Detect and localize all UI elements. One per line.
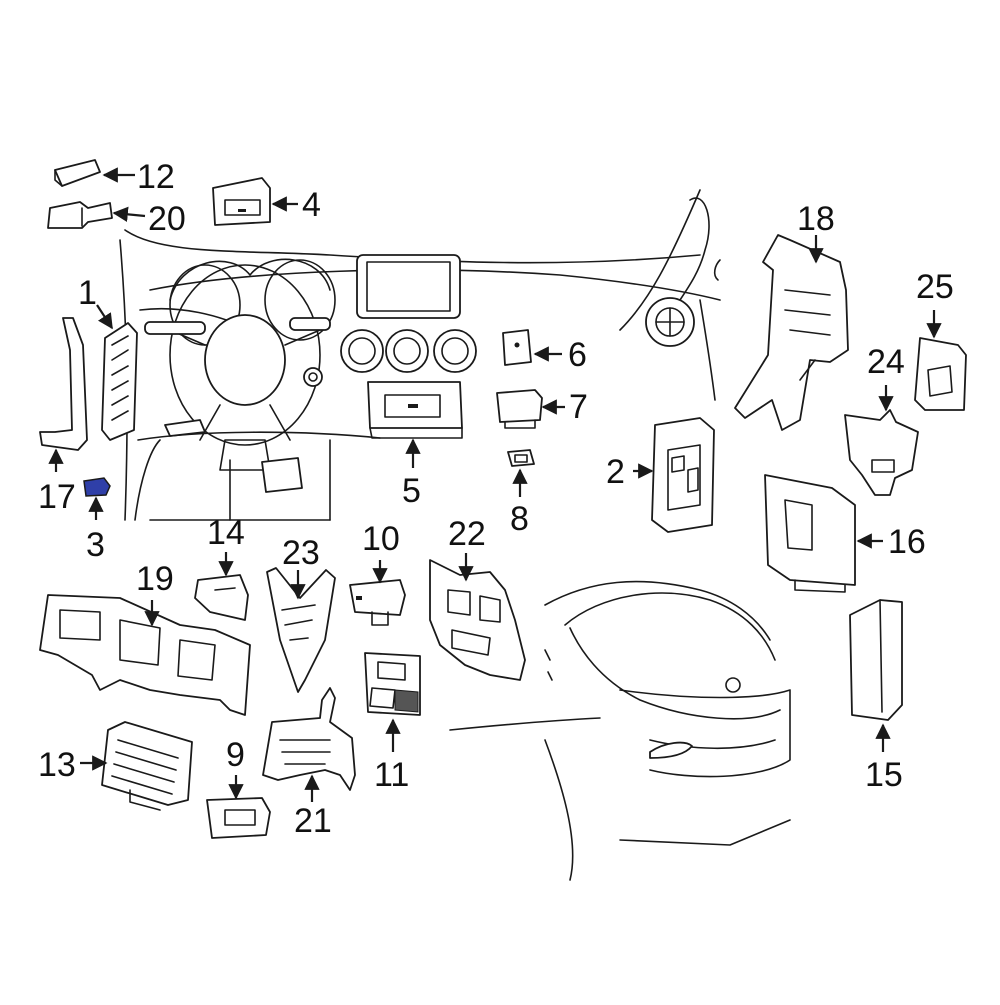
callout-24: 24	[867, 343, 905, 381]
part-17	[83, 477, 111, 497]
vehicle-rear-illustration	[449, 580, 791, 881]
part-6	[502, 329, 532, 366]
part-14	[194, 574, 249, 621]
part-12	[54, 159, 101, 187]
callout-5: 5	[402, 472, 421, 510]
part-1	[101, 322, 138, 441]
callout-13: 13	[38, 746, 76, 784]
callout-25: 25	[916, 268, 954, 306]
part-25	[914, 337, 967, 411]
part-10	[349, 579, 406, 626]
callout-19: 19	[136, 560, 174, 598]
callout-14: 14	[207, 514, 245, 552]
callout-8: 8	[510, 500, 529, 538]
part-23	[266, 567, 336, 693]
dashboard-illustration	[119, 189, 721, 521]
part-8	[507, 449, 535, 467]
part-5	[367, 381, 463, 439]
callout-4: 4	[302, 186, 321, 224]
part-2	[651, 417, 715, 533]
callout-12: 12	[137, 158, 175, 196]
callout-21: 21	[294, 802, 332, 840]
callout-18: 18	[797, 200, 835, 238]
part-4	[212, 177, 271, 226]
part-24	[844, 409, 919, 496]
callout-15: 15	[865, 756, 903, 794]
part-15	[849, 599, 903, 721]
callout-1: 1	[78, 274, 97, 312]
part-11	[364, 652, 421, 716]
part-19	[39, 594, 251, 716]
part-3	[39, 317, 88, 451]
part-13	[101, 721, 193, 811]
callout-2: 2	[606, 453, 625, 491]
callout-11: 11	[374, 756, 409, 794]
callout-23: 23	[282, 534, 320, 572]
callout-16: 16	[888, 523, 926, 561]
part-22	[429, 559, 526, 681]
callout-22: 22	[448, 515, 486, 553]
callout-17: 17	[38, 478, 76, 516]
callout-labels: 12 20 4 1 17 3 5 6 7 8 2 18 25 24 16 15 …	[38, 158, 954, 840]
callout-10: 10	[362, 520, 400, 558]
callout-3: 3	[86, 526, 105, 564]
part-9	[206, 797, 271, 839]
part-16	[764, 474, 856, 593]
leader-arrows	[48, 167, 942, 802]
part-18	[734, 234, 849, 431]
callout-20: 20	[148, 200, 186, 238]
callout-9: 9	[226, 736, 245, 774]
part-21	[262, 687, 356, 791]
part-20	[47, 201, 113, 229]
callout-7: 7	[569, 388, 588, 426]
part-7	[496, 389, 543, 429]
callout-6: 6	[568, 336, 587, 374]
